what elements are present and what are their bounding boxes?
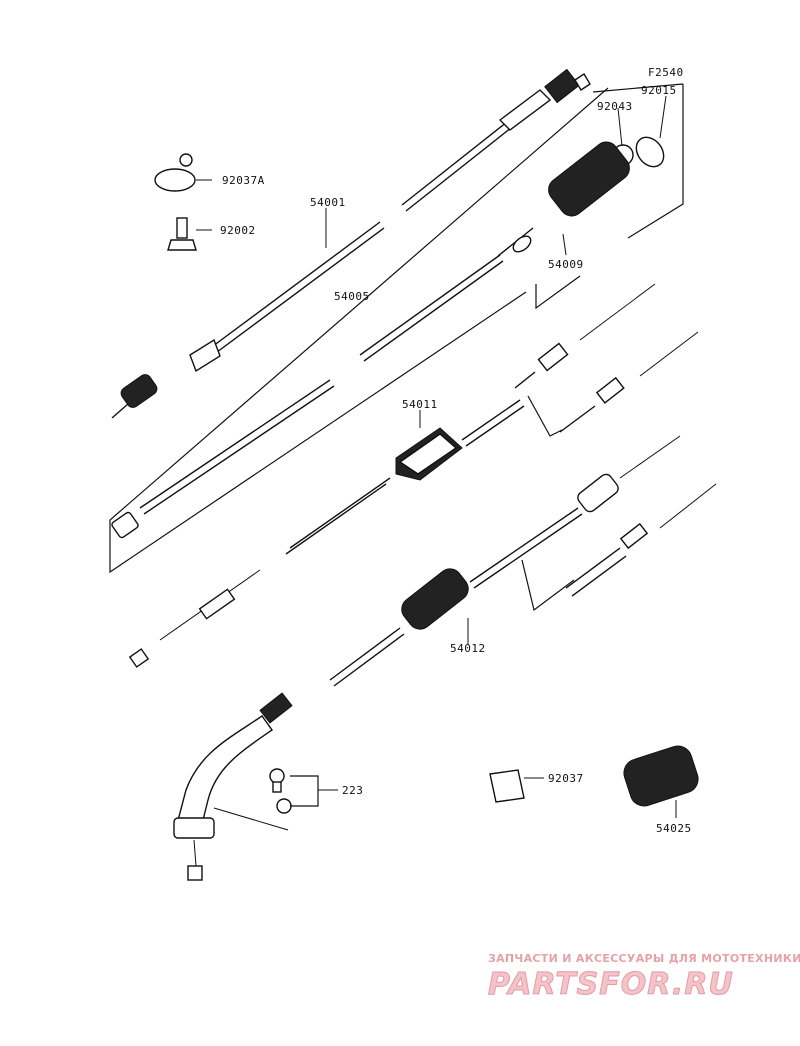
label-54005: 54005 xyxy=(334,290,370,303)
watermark-logo: PARTSFOR.RU xyxy=(488,967,734,1002)
label-54025: 54025 xyxy=(656,822,692,835)
figure-code: F2540 xyxy=(648,66,684,79)
label-223: 223 xyxy=(342,784,363,797)
oring-92037A xyxy=(154,153,212,192)
spring-54009 xyxy=(497,141,630,257)
screws-223 xyxy=(213,768,338,831)
clip-92037 xyxy=(489,769,544,803)
label-54012: 54012 xyxy=(450,642,486,655)
cable-54001 xyxy=(111,208,385,419)
label-92043: 92043 xyxy=(597,100,633,113)
cable-54001-upper xyxy=(401,68,591,212)
spring-54025 xyxy=(623,745,699,818)
label-54009: 54009 xyxy=(548,258,584,271)
cable-54005 xyxy=(111,254,504,539)
bolt-92002 xyxy=(167,217,212,251)
label-92015: 92015 xyxy=(641,84,677,97)
label-54011: 54011 xyxy=(402,398,438,411)
label-92002: 92002 xyxy=(220,224,256,237)
label-92037A: 92037A xyxy=(222,174,265,187)
group-outline-54005 xyxy=(109,83,684,574)
splitter-54011 xyxy=(128,399,525,668)
label-92037: 92037 xyxy=(548,772,584,785)
throttle-cables-upper xyxy=(514,283,699,437)
watermark-tagline: ЗАПЧАСТИ И АКСЕССУАРЫ ДЛЯ МОТОТЕХНИКИ xyxy=(488,952,800,965)
label-54001: 54001 xyxy=(310,196,346,209)
cable-54012 xyxy=(173,435,717,881)
